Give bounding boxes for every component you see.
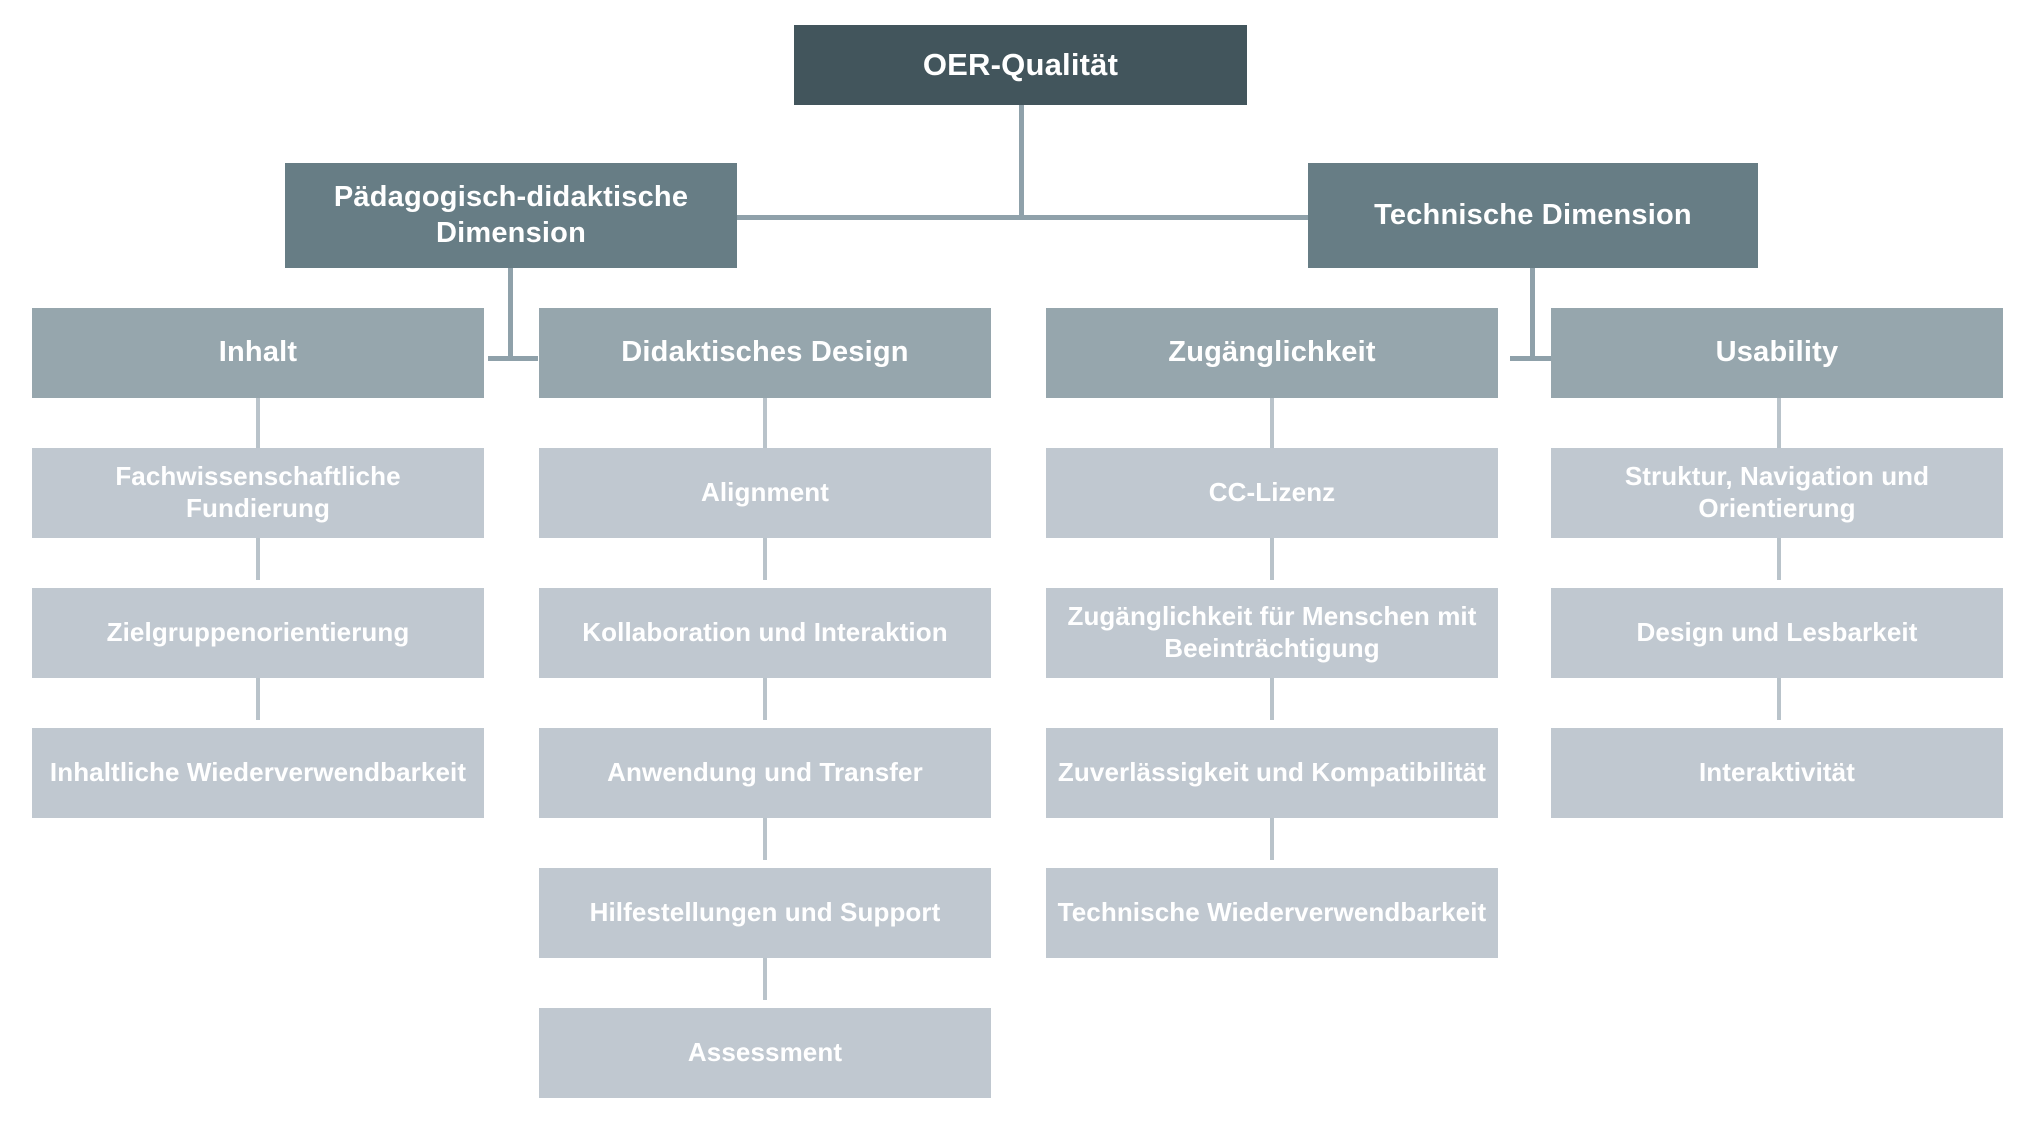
node-category-didaktisches-design[interactable]: Didaktisches Design: [539, 308, 991, 398]
node-criterion-fachwissenschaftliche-fundierung[interactable]: Fachwissenschaftliche Fundierung: [32, 448, 484, 538]
node-criterion-design-und-lesbarkeit[interactable]: Design und Lesbarkeit: [1551, 588, 2003, 678]
connector-zugang-2: [1270, 536, 1274, 580]
node-dimension-technical-label: Technische Dimension: [1374, 198, 1692, 231]
connector-zugang-3: [1270, 676, 1274, 720]
node-criterion-fachwissenschaftliche-fundierung-label: Fachwissenschaftliche Fundierung: [115, 461, 401, 523]
node-criterion-zielgruppenorientierung[interactable]: Zielgruppenorientierung: [32, 588, 484, 678]
node-category-zugaenglichkeit[interactable]: Zugänglichkeit: [1046, 308, 1498, 398]
node-criterion-anwendung-und-transfer[interactable]: Anwendung und Transfer: [539, 728, 991, 818]
node-criterion-zuverlaessigkeit-und-kompatibilitaet[interactable]: Zuverlässigkeit und Kompatibilität: [1046, 728, 1498, 818]
node-criterion-zuverlaessigkeit-und-kompatibilitaet-label: Zuverlässigkeit und Kompatibilität: [1057, 757, 1487, 788]
node-category-usability-label: Usability: [1715, 336, 1839, 369]
node-category-zugaenglichkeit-label: Zugänglichkeit: [1168, 336, 1376, 369]
node-criterion-zielgruppenorientierung-label: Zielgruppenorientierung: [106, 617, 410, 648]
node-criterion-struktur-navigation-orientierung-label: Struktur, Navigation und Orientierung: [1624, 461, 1930, 523]
node-criterion-hilfestellungen-und-support[interactable]: Hilfestellungen und Support: [539, 868, 991, 958]
node-root-oer-qualitaet[interactable]: OER-Qualität: [794, 25, 1247, 105]
node-criterion-inhaltliche-wiederverwendbarkeit-label: Inhaltliche Wiederverwendbarkeit: [49, 757, 467, 788]
node-criterion-kollaboration-und-interaktion-label: Kollaboration und Interaktion: [582, 617, 948, 648]
node-criterion-assessment[interactable]: Assessment: [539, 1008, 991, 1098]
node-criterion-inhaltliche-wiederverwendbarkeit[interactable]: Inhaltliche Wiederverwendbarkeit: [32, 728, 484, 818]
connector-dimension-bus: [732, 215, 1314, 220]
connector-technical-vertical: [1530, 268, 1535, 360]
connector-usability-3: [1777, 676, 1781, 720]
connector-pedagogical-category-bus: [488, 356, 538, 361]
node-criterion-alignment[interactable]: Alignment: [539, 448, 991, 538]
connector-didaktik-5: [763, 956, 767, 1000]
connector-technical-category-bus: [1510, 356, 1560, 361]
connector-inhalt-2: [256, 536, 260, 580]
node-criterion-assessment-label: Assessment: [687, 1037, 843, 1068]
node-criterion-anwendung-und-transfer-label: Anwendung und Transfer: [607, 757, 923, 788]
node-category-inhalt-label: Inhalt: [218, 336, 298, 369]
node-criterion-technische-wiederverwendbarkeit[interactable]: Technische Wiederverwendbarkeit: [1046, 868, 1498, 958]
node-category-inhalt[interactable]: Inhalt: [32, 308, 484, 398]
node-criterion-zugaenglichkeit-beeintraechtigung[interactable]: Zugänglichkeit für Menschen mit Beeinträ…: [1046, 588, 1498, 678]
node-criterion-interaktivitaet[interactable]: Interaktivität: [1551, 728, 2003, 818]
node-criterion-interaktivitaet-label: Interaktivität: [1698, 757, 1855, 788]
connector-didaktik-2: [763, 536, 767, 580]
connector-root-vertical: [1019, 103, 1024, 219]
connector-didaktik-3: [763, 676, 767, 720]
node-criterion-hilfestellungen-und-support-label: Hilfestellungen und Support: [589, 897, 941, 928]
node-category-didaktisches-design-label: Didaktisches Design: [621, 336, 909, 369]
node-root-label: OER-Qualität: [922, 47, 1119, 83]
connector-inhalt-3: [256, 676, 260, 720]
node-criterion-cc-lizenz-label: CC-Lizenz: [1208, 477, 1336, 508]
node-criterion-technische-wiederverwendbarkeit-label: Technische Wiederverwendbarkeit: [1057, 897, 1487, 928]
node-criterion-alignment-label: Alignment: [700, 477, 829, 508]
node-dimension-pedagogical[interactable]: Pädagogisch-didaktische Dimension: [285, 163, 737, 268]
connector-pedagogical-vertical: [508, 268, 513, 360]
node-dimension-pedagogical-label: Pädagogisch-didaktische Dimension: [333, 181, 689, 249]
node-category-usability[interactable]: Usability: [1551, 308, 2003, 398]
node-dimension-technical[interactable]: Technische Dimension: [1308, 163, 1758, 268]
node-criterion-kollaboration-und-interaktion[interactable]: Kollaboration und Interaktion: [539, 588, 991, 678]
node-criterion-design-und-lesbarkeit-label: Design und Lesbarkeit: [1636, 617, 1918, 648]
connector-usability-2: [1777, 536, 1781, 580]
node-criterion-cc-lizenz[interactable]: CC-Lizenz: [1046, 448, 1498, 538]
connector-zugang-4: [1270, 816, 1274, 860]
connector-didaktik-4: [763, 816, 767, 860]
node-criterion-zugaenglichkeit-beeintraechtigung-label: Zugänglichkeit für Menschen mit Beeinträ…: [1067, 601, 1477, 663]
node-criterion-struktur-navigation-orientierung[interactable]: Struktur, Navigation und Orientierung: [1551, 448, 2003, 538]
